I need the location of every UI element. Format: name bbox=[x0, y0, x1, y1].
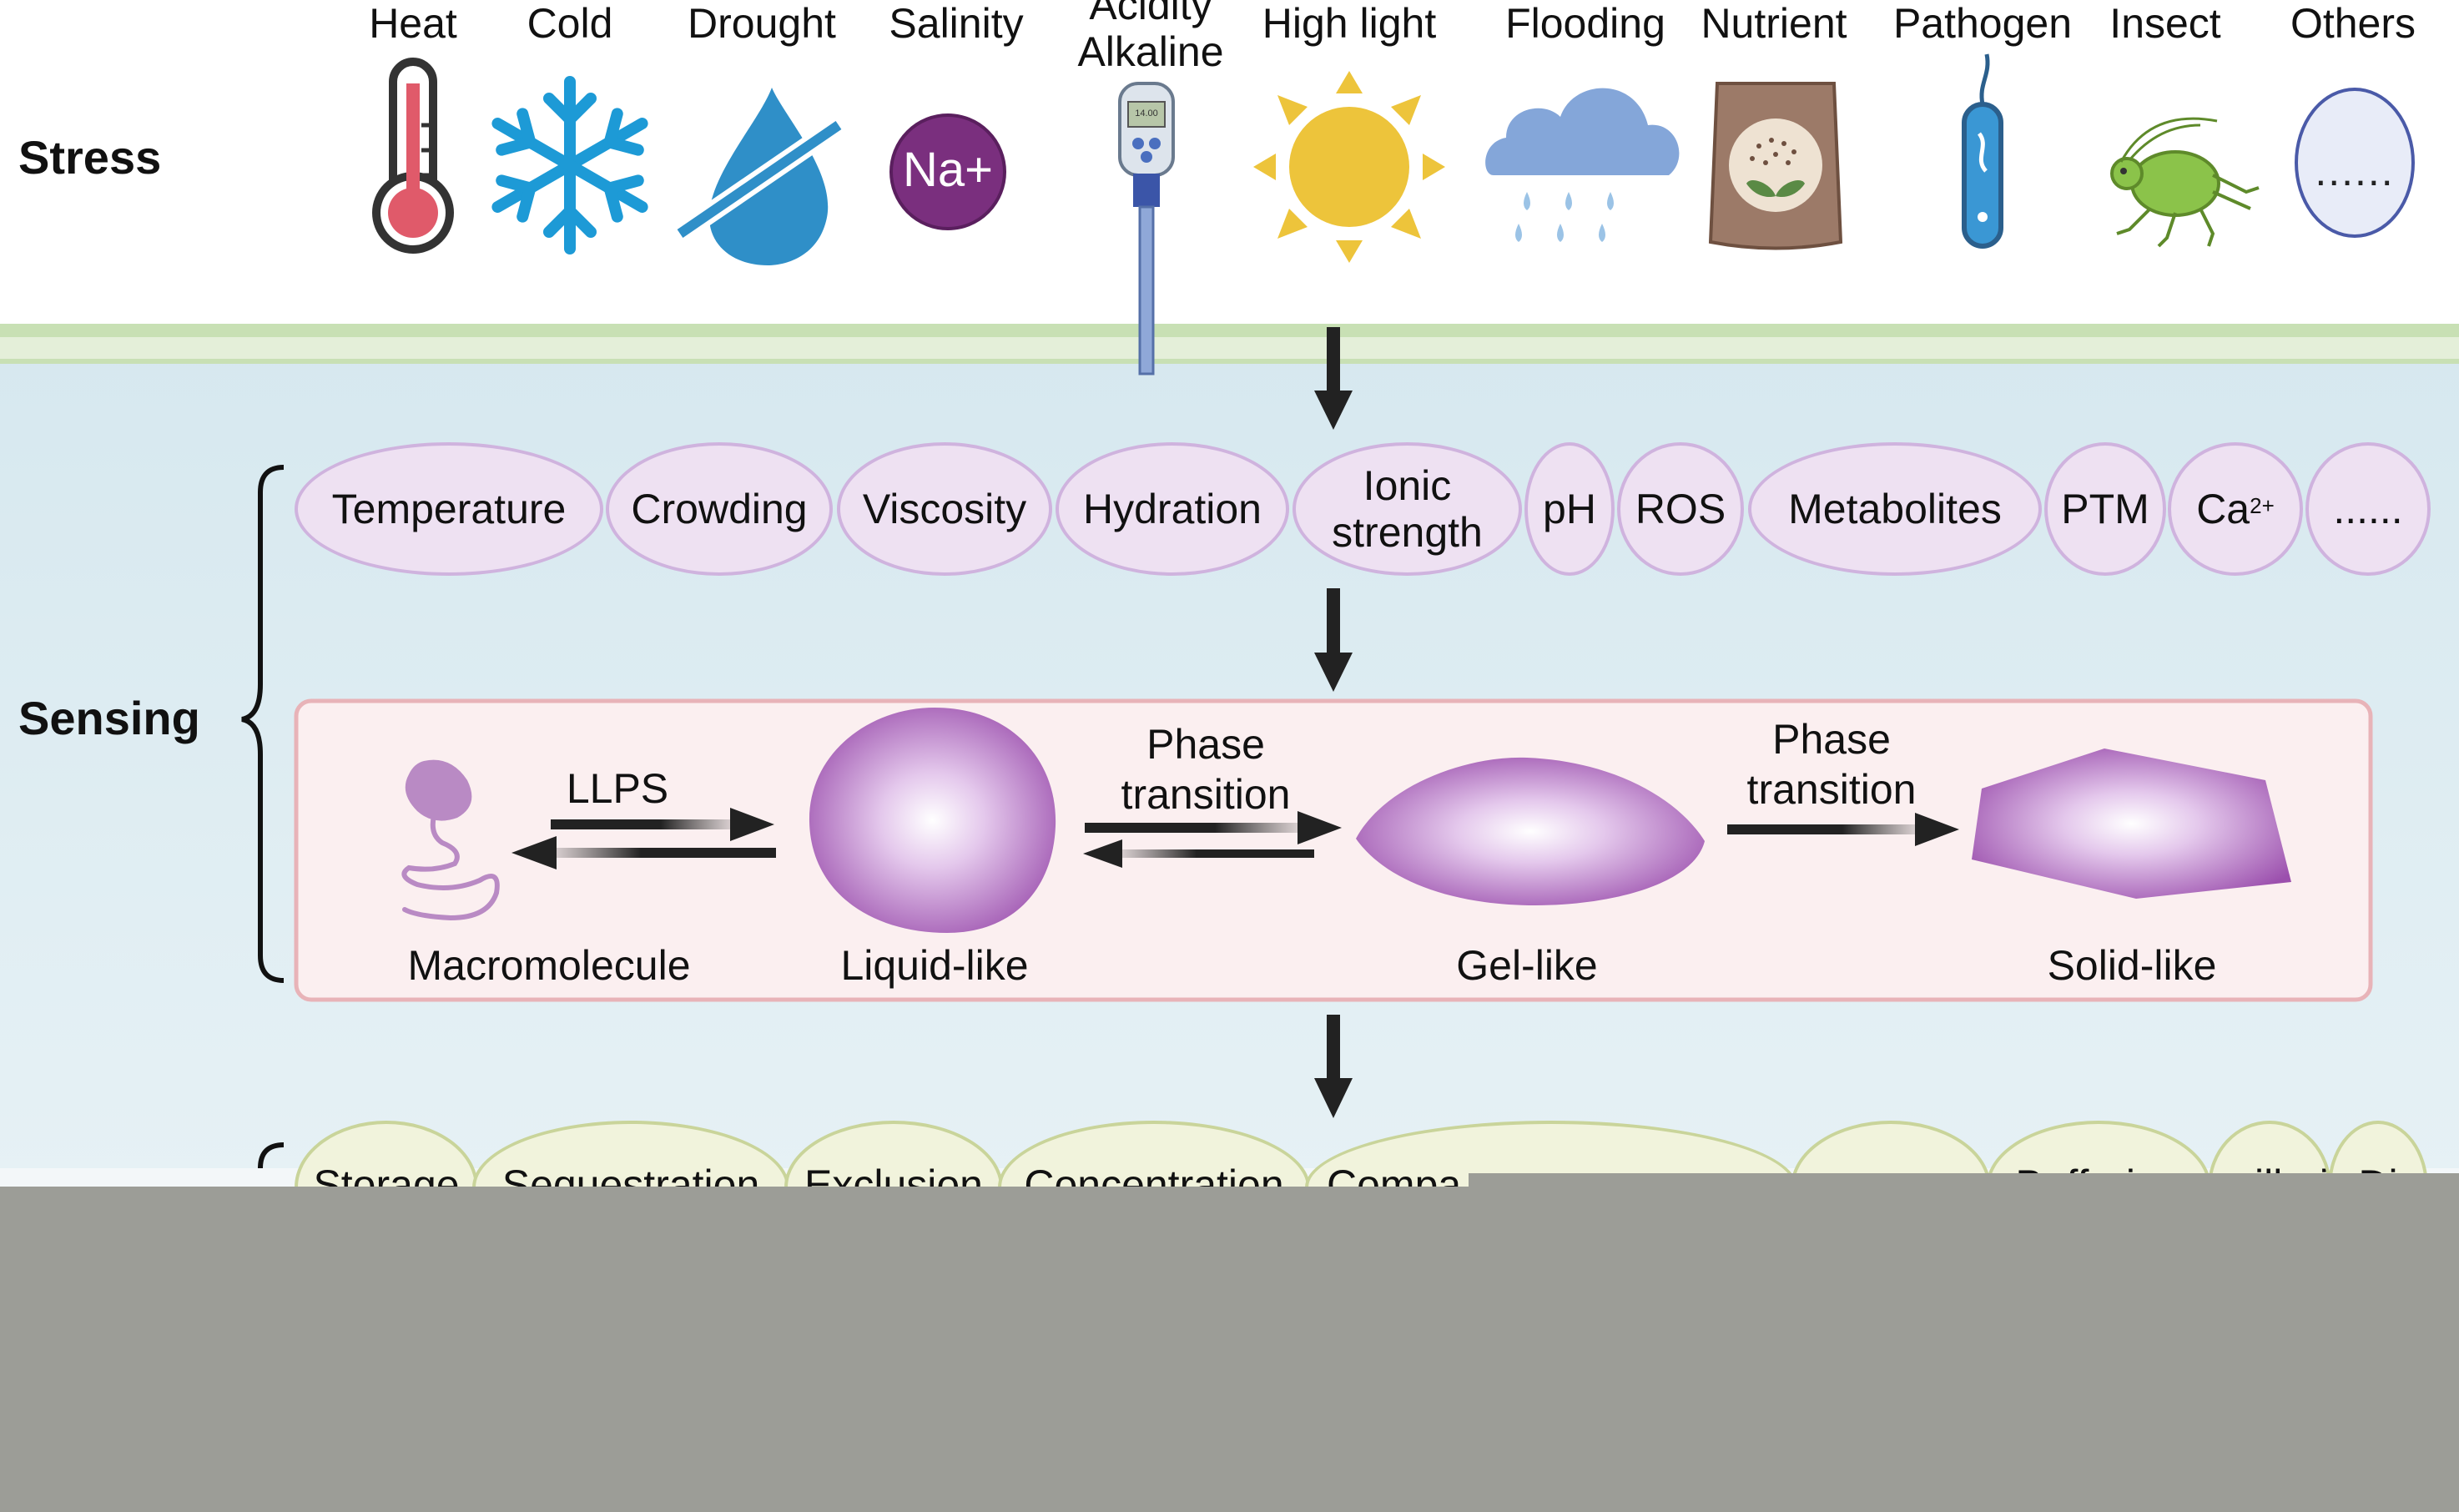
separator-band bbox=[0, 324, 2459, 337]
stress-label-pathogen: Pathogen bbox=[1892, 0, 2073, 47]
phase-transition-2-label: Phase transition bbox=[1746, 716, 1917, 813]
stress-label-nutrient: Nutrient bbox=[1701, 0, 1847, 47]
factor-ionic-strength: Ionic strength bbox=[1292, 442, 1522, 576]
factor-metabolites: Metabolites bbox=[1748, 442, 2042, 576]
stress-label-acidity: Acidity Alkaline bbox=[1077, 0, 1224, 75]
stress-label-drought: Drought bbox=[688, 0, 836, 47]
macromolecule-icon bbox=[401, 759, 500, 921]
factor-others: ...... bbox=[2305, 442, 2431, 576]
phase-transition-1-arrows bbox=[1083, 811, 1342, 868]
stress-label-flooding: Flooding bbox=[1505, 0, 1665, 47]
factor-viscosity: Viscosity bbox=[837, 442, 1052, 576]
phase-transition-2-arrow bbox=[1727, 813, 1959, 846]
no-water-drop-icon bbox=[674, 88, 844, 265]
down-arrow-sensing-to-functions bbox=[1314, 1015, 1353, 1118]
gel-droplet bbox=[1356, 757, 1705, 905]
factor-temperature: Temperature bbox=[295, 442, 603, 576]
stress-label-salinity: Salinity bbox=[889, 0, 1024, 47]
thermometer-icon bbox=[372, 58, 454, 254]
state-label-macromolecule: Macromolecule bbox=[407, 942, 691, 989]
factor-ptm: PTM bbox=[2044, 442, 2166, 576]
others-ellipsis-text: ...... bbox=[2315, 148, 2395, 194]
occluder-bottom bbox=[0, 1187, 2459, 1512]
sensing-row-label: Sensing bbox=[18, 692, 200, 744]
aphid-icon bbox=[2110, 117, 2260, 248]
stress-label-others: Others bbox=[2290, 0, 2416, 47]
separator-band-light bbox=[0, 337, 2459, 359]
llps-arrows bbox=[511, 808, 776, 869]
sodium-ion-text: Na+ bbox=[902, 143, 993, 197]
ph-meter-icon bbox=[1118, 82, 1175, 375]
ph-meter-display-text: 14.00 bbox=[1135, 108, 1158, 118]
condensate-panel bbox=[294, 698, 2373, 1002]
state-label-gel: Gel-like bbox=[1456, 942, 1598, 989]
bacterium-icon bbox=[1962, 53, 2003, 249]
rain-cloud-icon bbox=[1485, 88, 1680, 242]
ellipsis-oval-icon bbox=[2295, 88, 2415, 238]
factor-ph: pH bbox=[1524, 442, 1615, 576]
llps-label: LLPS bbox=[566, 765, 669, 812]
state-label-liquid: Liquid-like bbox=[840, 942, 1029, 989]
snowflake-icon bbox=[491, 76, 648, 255]
down-arrow-stress-to-sensing bbox=[1314, 327, 1353, 430]
solid-particle bbox=[1972, 748, 2291, 899]
fertilizer-bag-icon bbox=[1708, 82, 1843, 250]
down-arrow-factors-to-condensates bbox=[1314, 588, 1353, 692]
factor-hydration: Hydration bbox=[1056, 442, 1289, 576]
sensing-brace bbox=[241, 465, 285, 983]
functions-brace bbox=[258, 1142, 285, 1187]
liquid-droplet bbox=[809, 708, 1056, 933]
occluder-top-strip bbox=[1469, 1173, 2459, 1190]
stress-label-heat: Heat bbox=[369, 0, 457, 47]
stress-row-label: Stress bbox=[18, 131, 162, 184]
factor-ros: ROS bbox=[1617, 442, 1744, 576]
factor-crowding: Crowding bbox=[606, 442, 833, 576]
state-label-solid: Solid-like bbox=[2047, 942, 2217, 989]
sun-icon bbox=[1253, 71, 1445, 263]
stress-label-high-light: High light bbox=[1262, 0, 1437, 47]
stress-label-insect: Insect bbox=[2109, 0, 2221, 47]
sodium-ion-icon bbox=[889, 113, 1006, 230]
stress-label-cold: Cold bbox=[527, 0, 613, 47]
phase-transition-1-label: Phase transition bbox=[1121, 721, 1291, 818]
